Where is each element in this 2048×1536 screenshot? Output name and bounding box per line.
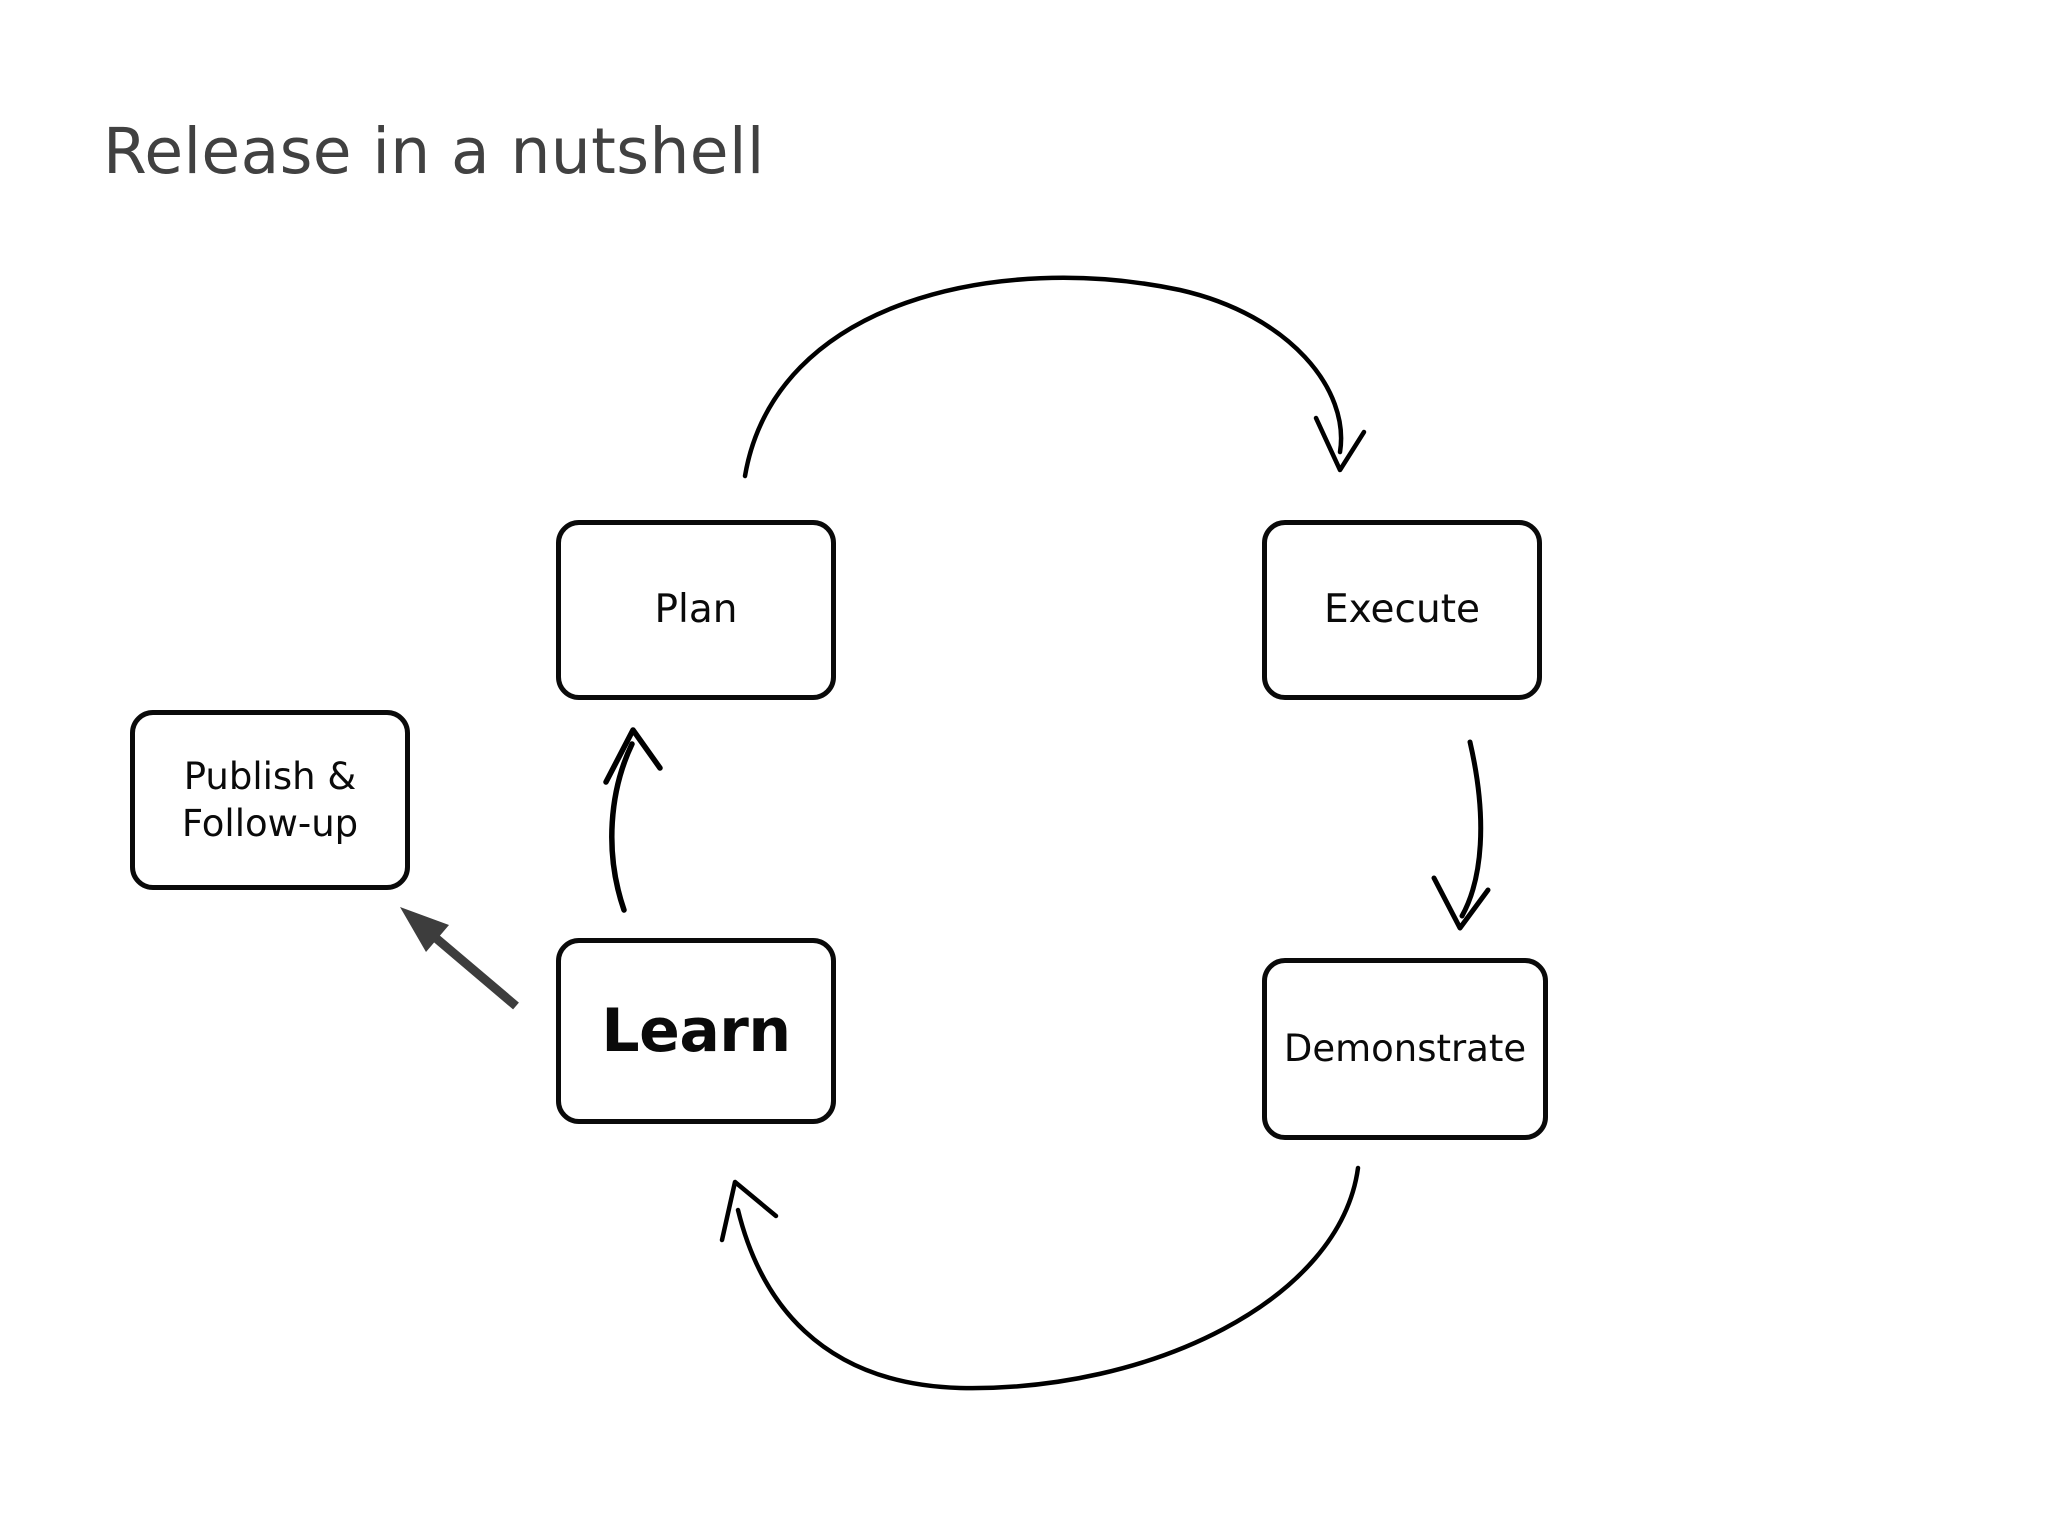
diagram-node-learn[interactable]: Learn	[556, 938, 836, 1124]
edge-learn-to-plan	[603, 727, 663, 913]
diagram-node-demonstrate-label: Demonstrate	[1283, 1027, 1527, 1071]
diagram-node-plan-label: Plan	[654, 587, 738, 633]
edge-execute-to-demonstrate	[1431, 739, 1491, 931]
edge-learn-to-publish	[400, 907, 519, 1010]
diagram-node-learn-label: Learn	[601, 995, 791, 1066]
edge-plan-to-execute	[742, 275, 1367, 479]
diagram-node-execute-label: Execute	[1324, 587, 1480, 633]
diagram-node-publish[interactable]: Publish & Follow-up	[130, 710, 410, 890]
diagram-node-plan[interactable]: Plan	[556, 520, 836, 700]
diagram-node-publish-label: Publish & Follow-up	[181, 754, 359, 845]
diagram-node-execute[interactable]: Execute	[1262, 520, 1542, 700]
page-title: Release in a nutshell	[103, 115, 765, 188]
edge-demonstrate-to-learn	[719, 1165, 1361, 1391]
diagram-node-demonstrate[interactable]: Demonstrate	[1262, 958, 1548, 1140]
